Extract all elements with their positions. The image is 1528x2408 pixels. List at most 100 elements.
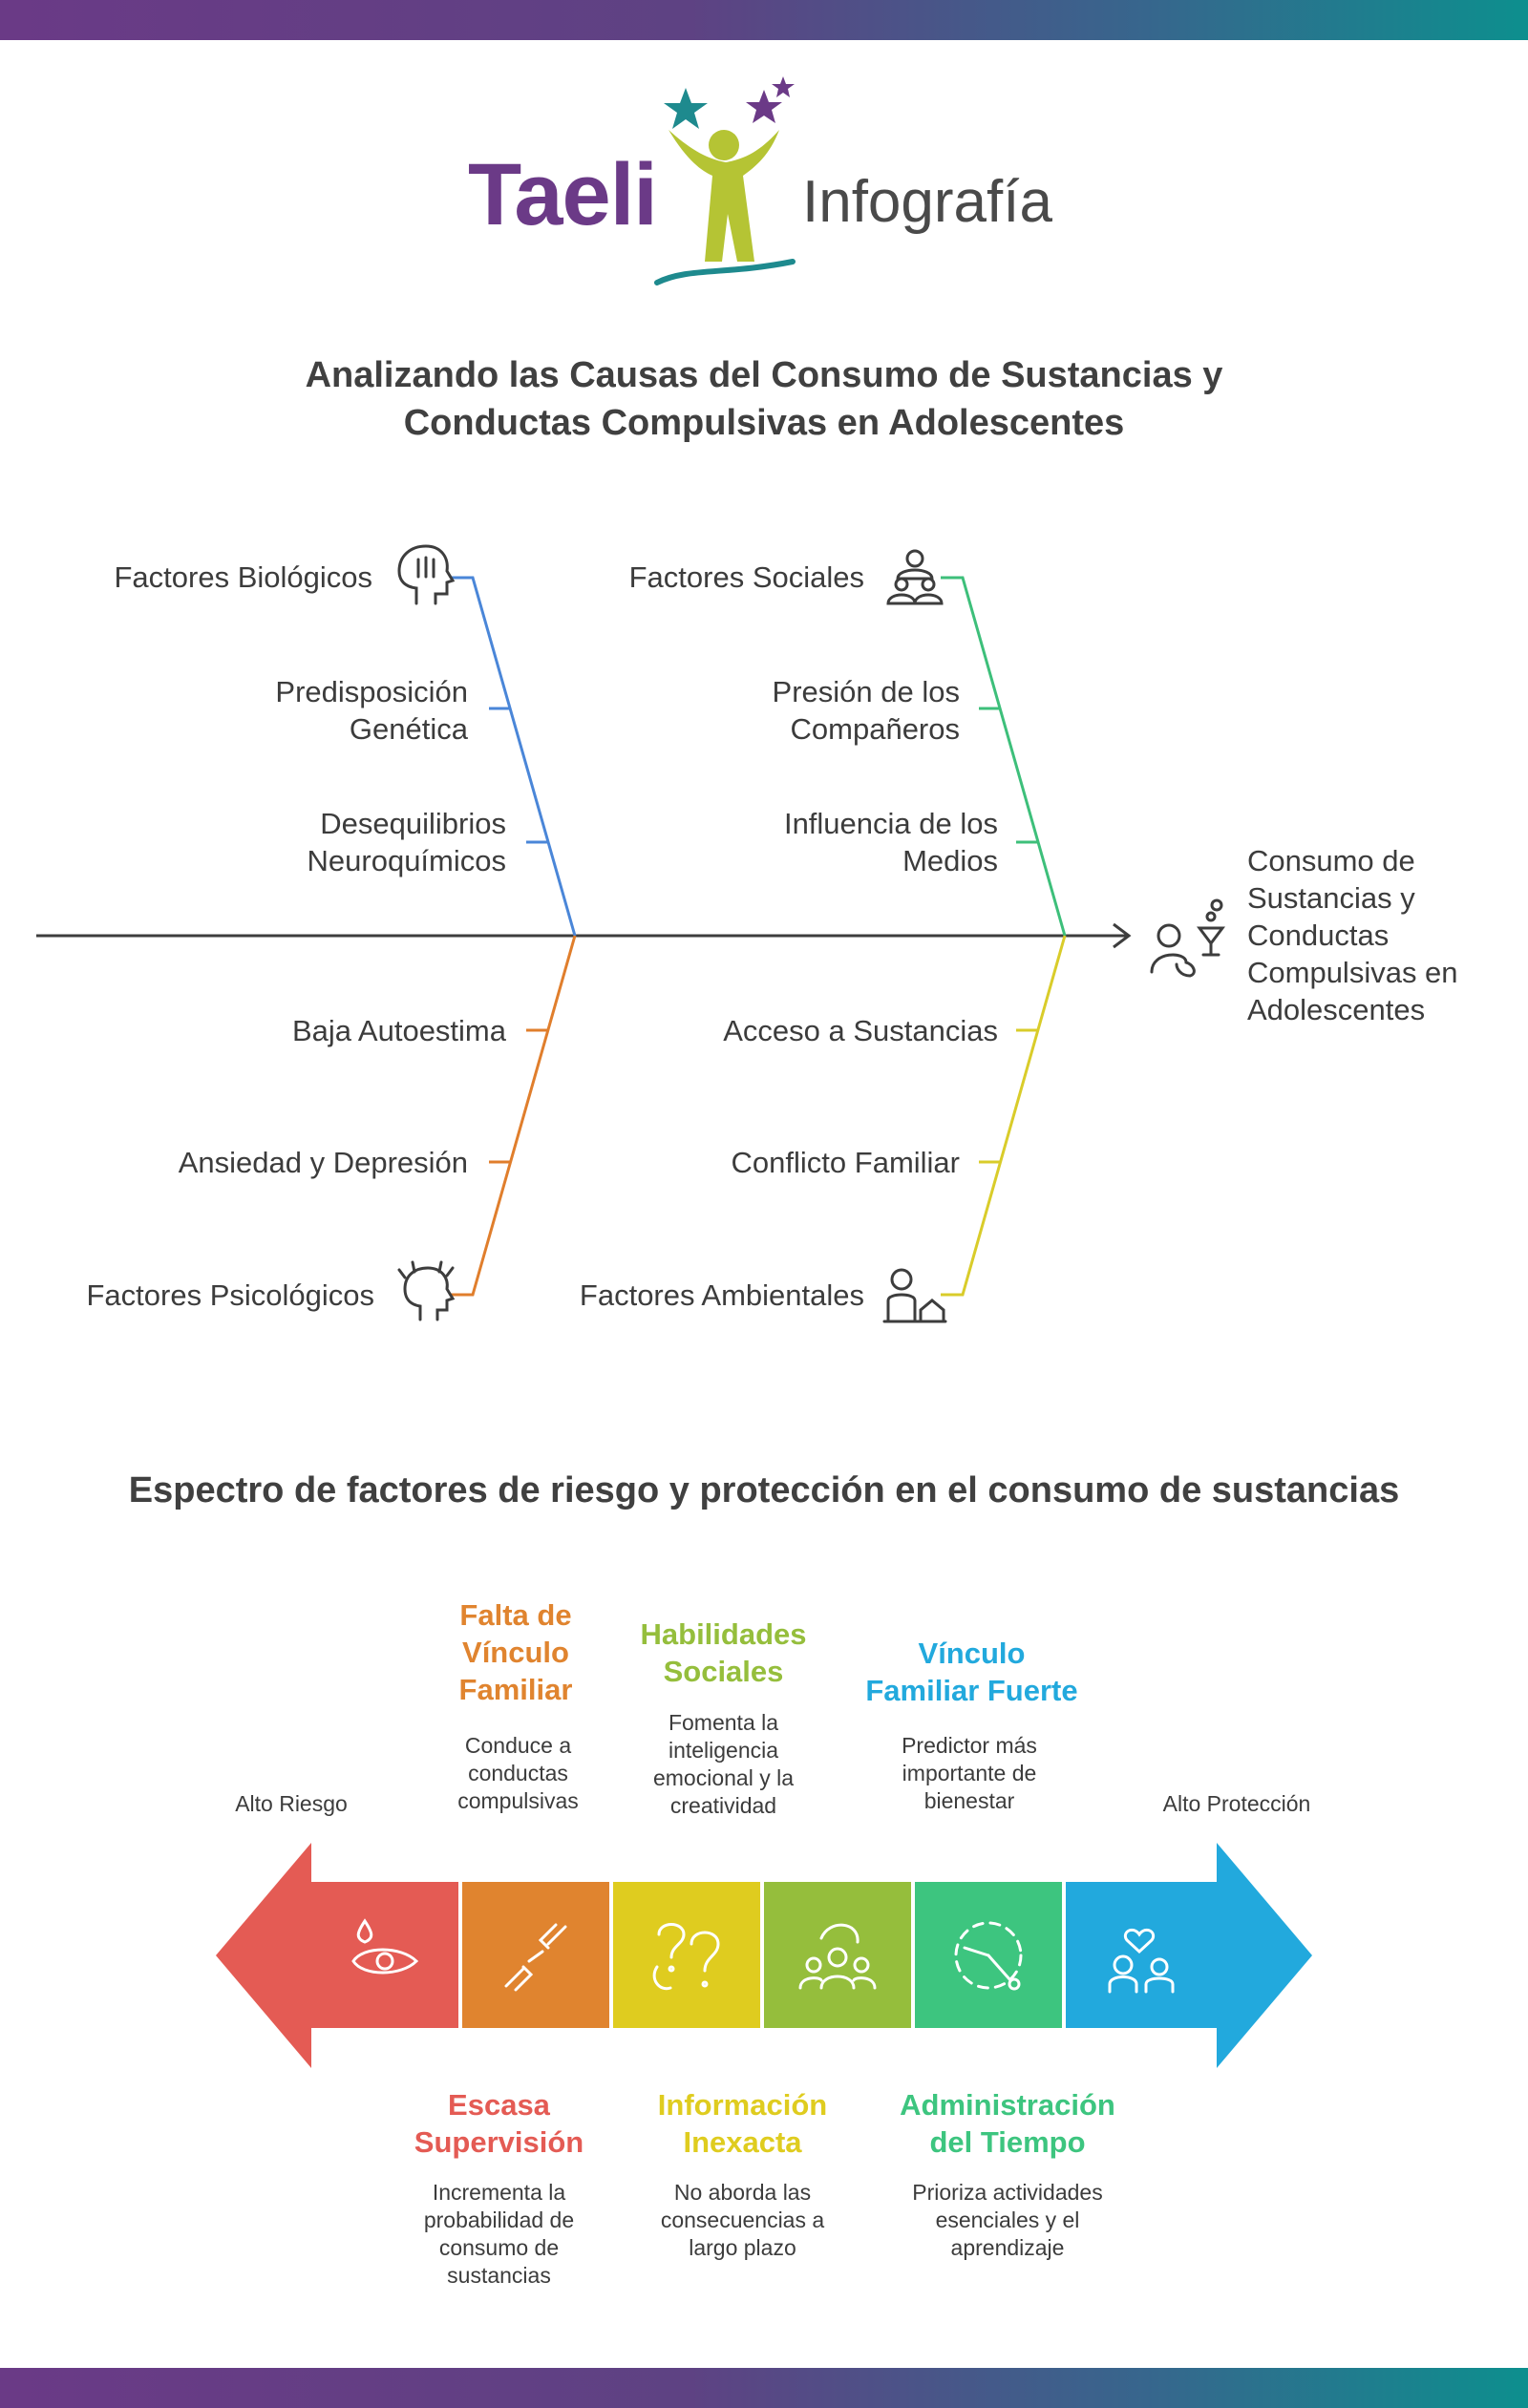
effect-line: Consumo de	[1247, 844, 1415, 877]
cause-predisposicion-genetica: Predisposición Genética	[172, 673, 468, 748]
factor-title-line: Inexacta	[683, 2125, 802, 2159]
factor-title-line: Falta de	[459, 1598, 572, 1632]
logo-word: Taeli	[468, 146, 658, 243]
factor-desc-line: Fomenta la	[668, 1710, 779, 1735]
fishbone-title-line1: Analizando las Causas del Consumo de Sus…	[305, 355, 1223, 395]
bottom-gradient-band	[0, 2368, 1528, 2408]
factor-desc-line: Prioriza actividades	[912, 2180, 1103, 2205]
factor-desc-line: Predictor más	[902, 1733, 1037, 1758]
factor-title-escasa-supervision: Escasa Supervisión	[382, 2086, 616, 2161]
effect-line: Adolescentes	[1247, 993, 1426, 1026]
factor-title-line: del Tiempo	[929, 2125, 1086, 2159]
fishbone-title-line2: Conductas Compulsivas en Adolescentes	[403, 403, 1125, 443]
factor-desc-habilidades: Fomenta la inteligencia emocional y la c…	[611, 1709, 836, 1820]
cause-line: Desequilibrios	[320, 807, 506, 840]
category-label-biologicos: Factores Biológicos	[114, 560, 372, 594]
factor-title-line: Escasa	[448, 2088, 550, 2122]
effect-line: Compulsivas en	[1247, 956, 1458, 989]
spectrum-title: Espectro de factores de riesgo y protecc…	[128, 1470, 1400, 1510]
right-arrowhead	[1217, 1843, 1312, 2068]
factor-desc-line: inteligencia	[668, 1738, 779, 1763]
factor-desc-escasa-supervision: Incrementa la probabilidad de consumo de…	[387, 2179, 611, 2290]
people-group-icon	[798, 1923, 877, 1990]
factor-desc-line: creatividad	[669, 1793, 777, 1818]
cause-line: Predisposición	[275, 675, 468, 708]
fishbone-title: Analizando las Causas del Consumo de Sus…	[0, 351, 1528, 447]
factor-desc-line: conductas	[468, 1761, 568, 1785]
cause-line: Neuroquímicos	[307, 844, 506, 877]
family-heart-icon	[1108, 1928, 1175, 1994]
timer-icon	[954, 1921, 1023, 1991]
bone-sociales	[941, 576, 1067, 937]
segment-habilidades-sociales	[764, 1882, 911, 2028]
logo-subtitle: Infografía	[802, 169, 1052, 235]
bone-ambientales	[941, 935, 1067, 1297]
bone-psicologicos	[451, 935, 577, 1297]
factor-title-habilidades: Habilidades Sociales	[611, 1616, 836, 1690]
cause-line: Medios	[902, 844, 998, 877]
cause-line: Compañeros	[790, 712, 960, 746]
factor-desc-falta-vinculo: Conduce a conductas compulsivas	[411, 1732, 626, 1815]
cause-ansiedad-depresion: Ansiedad y Depresión	[178, 1146, 468, 1179]
cause-influencia-medios: Influencia de los Medios	[707, 805, 998, 879]
factor-desc-line: probabilidad de	[423, 2207, 575, 2232]
factor-desc-line: No aborda las	[673, 2180, 812, 2205]
stressed-head-icon	[397, 1260, 456, 1321]
spectrum-bar	[216, 1843, 1312, 2068]
factor-title-line: Familiar	[458, 1673, 573, 1706]
factor-title-falta-vinculo: Falta de Vínculo Familiar	[401, 1596, 630, 1708]
question-marks-icon	[652, 1923, 720, 1991]
factor-title-administracion: Administración del Tiempo	[874, 2086, 1141, 2161]
cause-line: Presión de los	[772, 675, 960, 708]
right-end-label: Alto Protección	[1162, 1791, 1311, 1816]
spine-arrowhead	[1113, 922, 1132, 949]
head-brain-icon	[397, 544, 456, 605]
factor-desc-informacion-inexacta: No aborda las consecuencias a largo plaz…	[630, 2179, 855, 2262]
cause-line: Influencia de los	[783, 807, 998, 840]
factor-title-informacion-inexacta: Información Inexacta	[626, 2086, 860, 2161]
factor-title-line: Supervisión	[414, 2125, 584, 2159]
factor-desc-line: consecuencias a	[660, 2207, 825, 2232]
cause-conflicto-familiar: Conflicto Familiar	[731, 1146, 960, 1179]
category-label-sociales: Factores Sociales	[628, 560, 864, 594]
factor-title-line: Vínculo	[462, 1636, 569, 1669]
factor-desc-administracion: Prioriza actividades esenciales y el apr…	[874, 2179, 1141, 2262]
effect-line: Sustancias y	[1247, 881, 1415, 915]
broken-link-icon	[504, 1923, 567, 1992]
fishbone-effect: Consumo de Sustancias y Conductas Compul…	[1247, 842, 1515, 1028]
factor-title-vinculo-fuerte: Vínculo Familiar Fuerte	[840, 1635, 1103, 1709]
factor-desc-line: largo plazo	[689, 2235, 796, 2260]
category-label-psicologicos-text: Factores Psicológicos	[86, 1278, 374, 1312]
factor-title-line: Vínculo	[918, 1637, 1026, 1670]
factor-desc-line: aprendizaje	[950, 2235, 1065, 2260]
factor-desc-line: emocional y la	[652, 1765, 795, 1790]
factor-title-line: Habilidades	[640, 1617, 807, 1651]
cause-acceso-sustancias: Acceso a Sustancias	[723, 1014, 998, 1047]
factor-desc-vinculo-fuerte: Predictor más importante de bienestar	[855, 1732, 1084, 1815]
cause-line: Genética	[349, 712, 468, 746]
factor-desc-line: Incrementa la	[432, 2180, 566, 2205]
factor-title-line: Información	[657, 2088, 828, 2122]
segment-informacion-inexacta	[613, 1882, 760, 2028]
factor-desc-line: importante de	[902, 1761, 1037, 1785]
fishbone-diagram	[36, 544, 1225, 1323]
left-arrowhead	[216, 1843, 311, 2068]
logo-figure-icon	[654, 76, 796, 285]
factor-desc-line: compulsivas	[457, 1788, 579, 1813]
factor-desc-line: Conduce a	[464, 1733, 572, 1758]
factor-desc-line: bienestar	[923, 1788, 1015, 1813]
person-house-icon	[882, 1268, 947, 1323]
cause-presion-companeros: Presión de los Compañeros	[668, 673, 960, 748]
factor-desc-line: esenciales y el	[935, 2207, 1080, 2232]
eye-drop-icon	[351, 1918, 419, 1975]
cause-desequilibrios-neuroquimicos: Desequilibrios Neuroquímicos	[210, 805, 506, 879]
top-gradient-band	[0, 0, 1528, 40]
effect-line: Conductas	[1247, 919, 1390, 952]
category-label-ambientales: Factores Ambientales	[579, 1278, 864, 1312]
factor-desc-line: consumo de	[438, 2235, 560, 2260]
factor-desc-line: sustancias	[447, 2263, 551, 2288]
group-people-icon	[886, 549, 944, 605]
cause-baja-autoestima: Baja Autoestima	[291, 1014, 506, 1047]
factor-title-line: Sociales	[663, 1655, 784, 1688]
segment-vinculo-fuerte	[1066, 1882, 1217, 2028]
